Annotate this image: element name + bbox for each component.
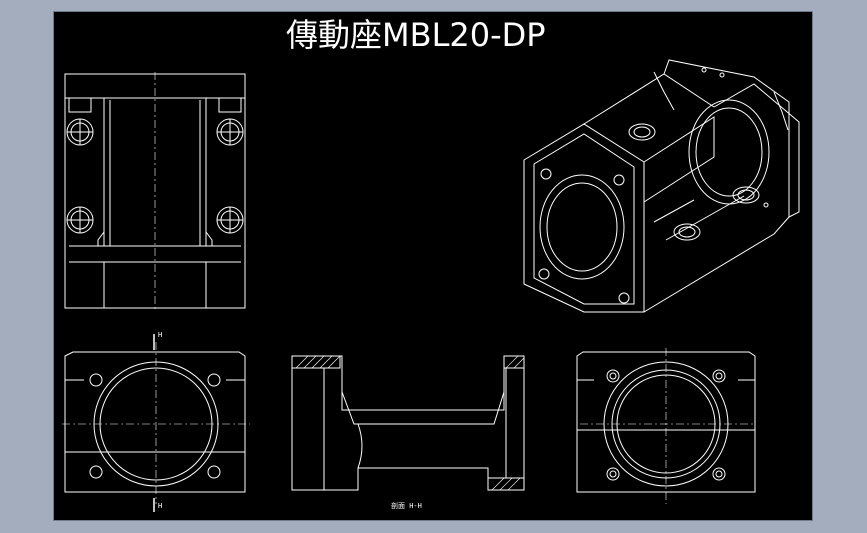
- iso-front-flange: [523, 123, 645, 313]
- front-view-outline: [64, 351, 246, 493]
- side-view: [576, 348, 756, 504]
- cut-mark-top: H: [158, 331, 163, 339]
- iso-hole: [628, 123, 656, 141]
- iso-hole: [673, 223, 701, 241]
- front-view: [62, 334, 250, 512]
- section-outline: [291, 355, 525, 491]
- cut-mark-bottom: H: [158, 502, 163, 510]
- cad-drawing: [62, 59, 800, 512]
- iso-bore: [539, 174, 625, 280]
- section-view: [291, 355, 525, 491]
- section-caption: 剖面 H-H: [391, 502, 422, 510]
- top-view-hole: [66, 206, 94, 234]
- iso-rear-bore: [688, 99, 770, 205]
- iso-hole: [732, 186, 760, 204]
- hatch-left: [291, 355, 341, 369]
- hatch-right: [503, 355, 525, 369]
- top-view-hole: [216, 118, 244, 146]
- drawing-canvas: 傳動座MBL20-DP: [54, 12, 812, 520]
- side-view-outline: [576, 351, 756, 493]
- top-view-hole: [216, 206, 244, 234]
- isometric-view: [523, 59, 800, 313]
- top-view: [64, 72, 246, 310]
- top-view-hole: [66, 118, 94, 146]
